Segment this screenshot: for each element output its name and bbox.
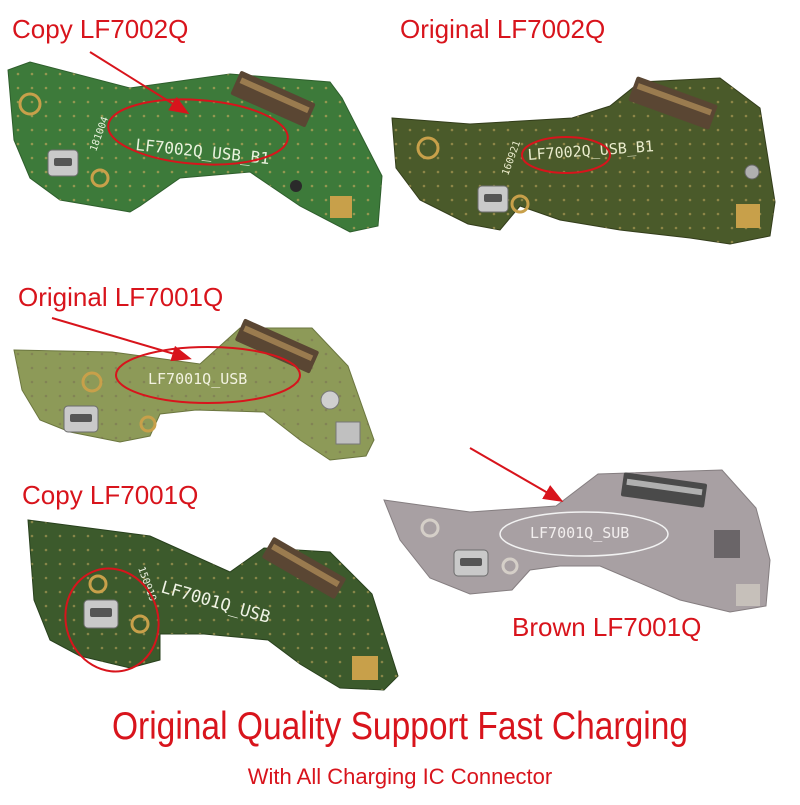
silk-brown-lf7001q: LF7001Q_SUB [530,524,629,542]
label-original-lf7001q: Original LF7001Q [18,282,224,312]
board-original-lf7002q: LF7002Q_USB_B1 160921 [391,76,776,245]
caption-headline: Original Quality Support Fast Charging [111,705,689,748]
highlight-circle [521,136,611,174]
label-brown-lf7001q: Brown LF7001Q [512,612,702,642]
highlight-circle [115,346,301,404]
board-brown-lf7001q: LF7001Q_SUB [383,447,771,613]
caption-subline: With All Charging IC Connector [247,764,553,789]
board-copy-lf7002q: LF7002Q_USB_B1 181004 [7,51,383,233]
highlight-circle [499,511,669,557]
pointer-arrow [89,51,190,115]
pointer-arrow [51,317,192,362]
board-original-lf7001q: LF7001Q_USB [13,317,375,461]
board-copy-lf7001q: LF7001Q_USB 150919 [27,519,399,691]
pointer-arrow [469,447,564,503]
silk-original-lf7001q: LF7001Q_USB [148,370,247,388]
highlight-circle [107,98,289,166]
highlight-circle [64,567,160,673]
label-copy-lf7001q: Copy LF7001Q [22,480,199,510]
label-copy-lf7002q: Copy LF7002Q [12,14,189,44]
label-original-lf7002q: Original LF7002Q [400,14,606,44]
